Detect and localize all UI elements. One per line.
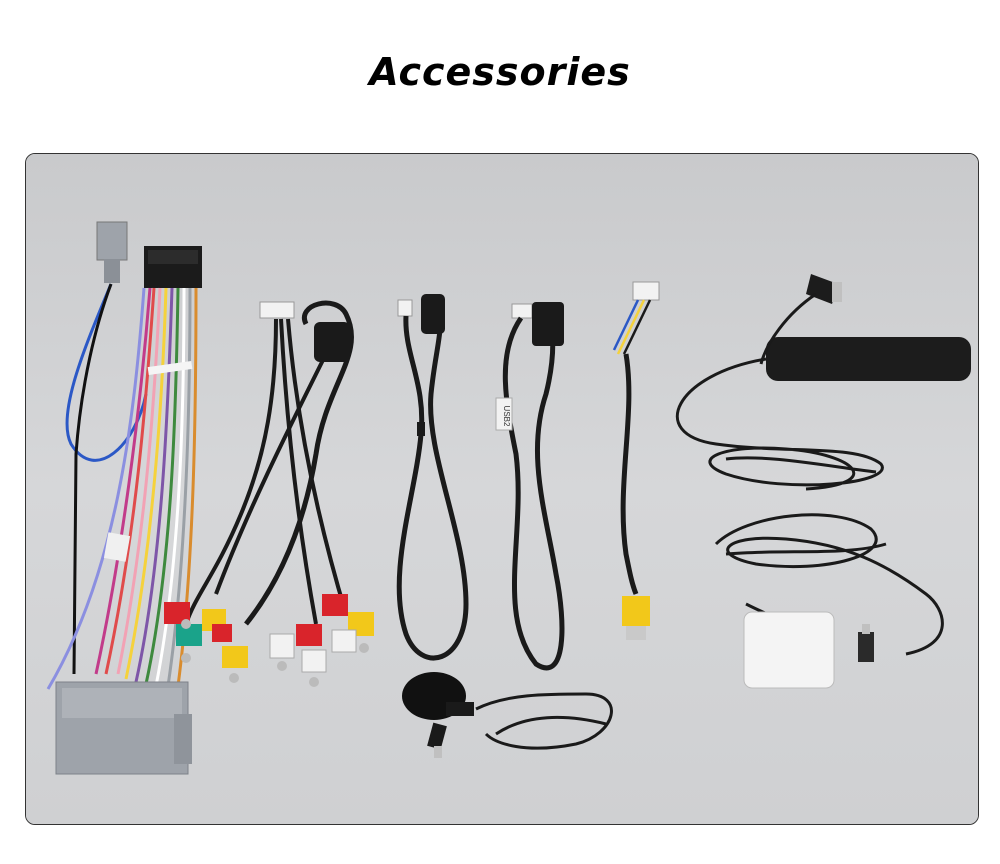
rca-av-cable [164,300,374,687]
camera-input-cable [612,281,660,640]
radio-antenna [675,274,971,491]
accessories-photo: USB2 [25,153,979,825]
microphone [402,672,613,758]
usb-cable [396,294,469,661]
usb-tag [495,397,513,431]
page-title: Accessories [369,50,631,94]
wiring-harness [46,221,202,775]
usb-cable: USB2 [495,302,565,671]
gps-antenna [714,513,944,689]
usb-tag-label: USB2 [502,406,511,427]
